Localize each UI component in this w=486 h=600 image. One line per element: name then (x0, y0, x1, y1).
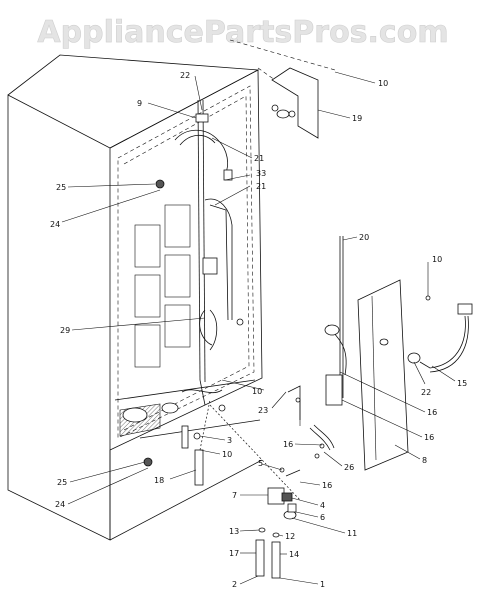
callout-label: 9 (137, 99, 142, 108)
callout-label: 22 (421, 388, 431, 397)
callout-label: 6 (320, 513, 325, 522)
callout-label: 15 (457, 379, 467, 388)
callout-labels: 22 9 21 33 21 25 24 29 10 19 20 10 22 15… (50, 71, 467, 589)
part-15-power-cord (407, 303, 473, 373)
callout-label: 16 (424, 433, 434, 442)
callout-label: 25 (56, 183, 66, 192)
leader-lines (61, 71, 456, 585)
callout-label: 16 (283, 440, 293, 449)
callout-label: 33 (256, 169, 266, 178)
panel-grid (134, 204, 191, 368)
callout-label: 14 (289, 550, 299, 559)
callout-label: 16 (322, 481, 332, 490)
callout-label: 16 (427, 408, 437, 417)
callout-label: 8 (422, 456, 427, 465)
water-tubing (174, 99, 244, 406)
callout-label: 19 (352, 114, 362, 123)
part-19-bracket (229, 39, 336, 139)
watermark: AppliancePartsPros.com (37, 15, 448, 50)
callout-label: 10 (378, 79, 388, 88)
callout-label: 21 (254, 154, 264, 163)
callout-label: 20 (359, 233, 369, 242)
callout-label: 3 (227, 436, 232, 445)
callout-label: 13 (229, 527, 239, 536)
callout-label: 23 (258, 406, 268, 415)
callout-label: 10 (432, 255, 442, 264)
callout-label: 12 (285, 532, 295, 541)
fasteners (143, 104, 431, 473)
callout-label: 10 (252, 387, 262, 396)
refrigerator-cabinet (7, 54, 263, 541)
callout-label: 2 (232, 580, 237, 589)
callout-label: 11 (347, 529, 357, 538)
callout-label: 18 (154, 476, 164, 485)
callout-label: 10 (222, 450, 232, 459)
water-valve-assembly (209, 404, 301, 579)
callout-label: 4 (320, 501, 325, 510)
callout-label: 26 (344, 463, 354, 472)
callout-label: 29 (60, 326, 70, 335)
part-8-access-panel (357, 279, 409, 471)
callout-label: 17 (229, 549, 239, 558)
callout-label: 24 (55, 500, 65, 509)
callout-label: 1 (320, 580, 325, 589)
callout-label: 21 (256, 182, 266, 191)
callout-label: 5 (258, 459, 263, 468)
callout-label: 24 (50, 220, 60, 229)
part-18-tube (181, 399, 211, 486)
part-20-harness (324, 236, 347, 406)
callout-label: 7 (232, 491, 237, 500)
callout-label: 22 (180, 71, 190, 80)
callout-label: 25 (57, 478, 67, 487)
